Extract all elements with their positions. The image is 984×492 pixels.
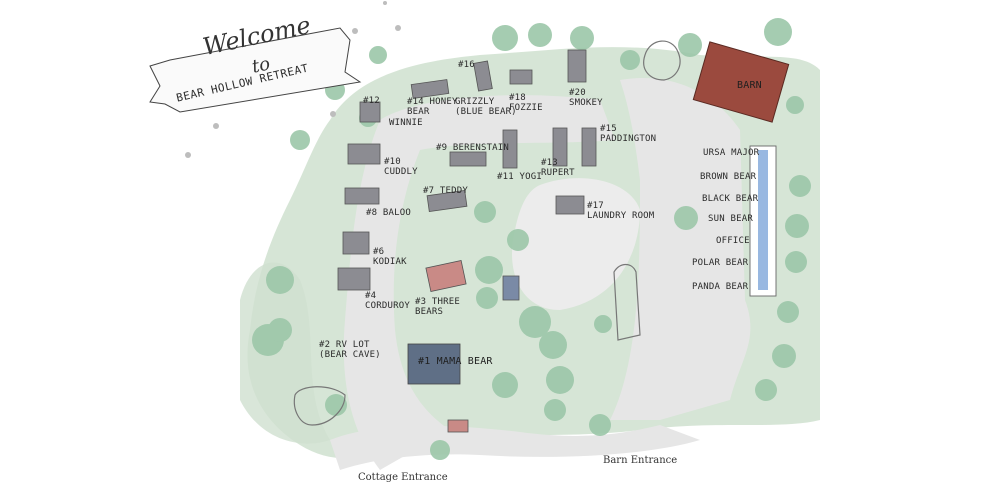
barn-entrance-label: Barn Entrance <box>603 455 678 466</box>
parking-lot <box>512 178 640 310</box>
label-site-20: #20 SMOKEY <box>569 88 603 108</box>
label-site-9: #9 BERENSTAIN <box>436 143 510 153</box>
label-site-12: #12 <box>363 96 380 106</box>
label-site-11: #11 YOGI <box>497 172 542 182</box>
label-site-10: #10 CUDDLY <box>384 157 418 177</box>
room-black-bear: BLACK BEAR <box>702 194 759 204</box>
room-polar-bear: POLAR BEAR <box>692 258 749 268</box>
mama-bear-cottage <box>407 343 461 385</box>
gatehouse <box>447 419 469 433</box>
room-office: OFFICE <box>716 236 750 246</box>
label-site-16: #16 <box>458 60 475 70</box>
paw-print-icon <box>185 1 401 158</box>
banner-icon <box>149 27 362 113</box>
label-site-14: #14 HONEY BEAR <box>407 97 458 117</box>
main-road <box>610 78 751 420</box>
room-panda-bear: PANDA BEAR <box>692 282 749 292</box>
trees <box>252 18 811 460</box>
barn-building <box>692 41 790 123</box>
shed <box>502 275 520 301</box>
room-ursa-major: URSA MAJOR <box>703 148 760 158</box>
bear-icon <box>293 40 681 426</box>
label-site-4: #4 CORDUROY <box>365 291 410 311</box>
lower-drive <box>330 425 700 470</box>
label-grizzly: GRIZZLY (BLUE BEAR) <box>455 97 517 117</box>
label-winnie: WINNIE <box>389 118 423 128</box>
three-bears-cottage <box>425 260 467 292</box>
label-site-1: #1 MAMA BEAR <box>418 356 493 367</box>
label-site-7: #7 TEDDY <box>423 186 468 196</box>
label-site-6: #6 KODIAK <box>373 247 407 267</box>
label-site-17: #17 LAUNDRY ROOM <box>587 201 655 221</box>
room-sun-bear: SUN BEAR <box>708 214 753 224</box>
room-brown-bear: BROWN BEAR <box>700 172 757 182</box>
label-site-2: #2 RV LOT (BEAR CAVE) <box>319 340 381 360</box>
label-site-18: #18 FOZZIE <box>509 93 543 113</box>
label-site-15: #15 PADDINGTON <box>600 124 657 144</box>
label-barn: BARN <box>737 80 762 91</box>
cottages <box>337 49 597 291</box>
label-site-3: #3 THREE BEARS <box>415 297 460 317</box>
cottage-entrance-label: Cottage Entrance <box>358 472 448 483</box>
label-site-8: #8 BALOO <box>366 208 411 218</box>
label-site-13: #13 RUPERT <box>541 158 575 178</box>
lodge-hall-blue <box>758 150 768 290</box>
grass-area-southwest <box>240 262 330 444</box>
